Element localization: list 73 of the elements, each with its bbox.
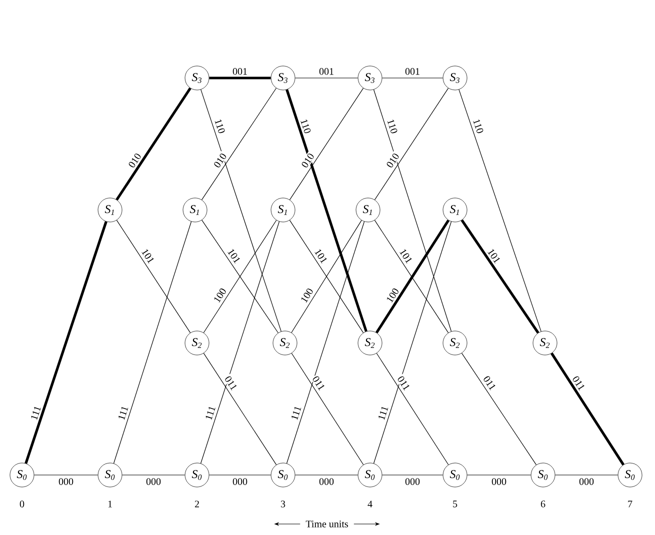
edge-label: 000 (145, 477, 162, 486)
edge-label: 100 (212, 286, 228, 305)
edge-label: 011 (310, 374, 327, 392)
edge-label: 100 (384, 286, 401, 305)
trellis-branch (373, 89, 452, 332)
edge-label: 111 (204, 404, 217, 422)
trellis-branch (209, 76, 271, 80)
edge-label: 110 (299, 116, 312, 136)
edge-label: 010 (212, 150, 228, 170)
time-index: 5 (453, 500, 458, 508)
trellis-branch (554, 474, 618, 476)
edge-label: 000 (578, 477, 595, 486)
edge-label: 110 (471, 116, 486, 136)
edge-label: 011 (396, 374, 412, 392)
trellis-branch (286, 89, 368, 332)
edge-label: 110 (386, 117, 400, 136)
edge-label: 101 (398, 246, 414, 266)
edge-label: 000 (404, 477, 421, 486)
edge-label: 001 (232, 67, 248, 76)
trellis-branch (34, 474, 98, 476)
edge-label: 011 (570, 374, 587, 392)
trellis-branch (122, 474, 186, 476)
edge-label: 111 (116, 404, 130, 422)
trellis-branch (376, 352, 449, 466)
axis-label: Time units (306, 520, 348, 528)
trellis-branch (458, 89, 542, 332)
trellis-branch (382, 474, 444, 476)
edge-label: 101 (312, 246, 330, 266)
trellis-branch (116, 87, 192, 201)
trellis-branch (286, 221, 365, 464)
edge-label: 010 (126, 150, 144, 170)
trellis-branch (466, 474, 532, 476)
trellis-branch (116, 220, 191, 334)
edge-label: 111 (289, 404, 303, 422)
trellis-branch (201, 88, 277, 200)
edge-label: 100 (298, 286, 316, 305)
trellis-branch (374, 88, 449, 200)
trellis-branch (291, 352, 364, 466)
trellis-branch (24, 221, 108, 464)
trellis-branch (113, 221, 192, 464)
time-index: 7 (628, 500, 632, 508)
edge-label: 010 (299, 150, 316, 170)
time-index: 4 (368, 500, 372, 508)
edge-label: 101 (486, 246, 502, 266)
edge-label: 001 (318, 67, 335, 76)
trellis-branch (460, 219, 540, 334)
trellis-branch (200, 221, 280, 464)
trellis-branch (294, 474, 358, 476)
time-index: 0 (20, 500, 24, 508)
edge-label: 101 (226, 246, 242, 266)
trellis-branch (200, 89, 282, 332)
time-index: 6 (540, 500, 546, 508)
edge-label: 011 (222, 374, 240, 392)
time-index: 1 (108, 500, 112, 508)
edge-label: 111 (376, 404, 390, 422)
edge-label: 101 (140, 246, 156, 266)
trellis-branch (208, 474, 272, 476)
time-index: 2 (194, 500, 199, 508)
edge-label: 011 (481, 374, 498, 392)
edge-label: 001 (404, 67, 421, 76)
edge-label: 000 (58, 477, 74, 486)
edge-label: 111 (29, 404, 42, 422)
trellis-branch (461, 352, 537, 466)
time-index: 3 (281, 500, 286, 508)
trellis-branch (550, 352, 624, 466)
edge-label: 110 (213, 116, 227, 136)
edge-label: 000 (318, 477, 335, 486)
edge-label: 010 (384, 150, 402, 170)
trellis-branch (373, 221, 452, 464)
trellis-branch (289, 88, 364, 200)
edge-label: 000 (490, 477, 508, 486)
edge-label: 000 (232, 477, 248, 486)
trellis-branch (203, 352, 277, 466)
